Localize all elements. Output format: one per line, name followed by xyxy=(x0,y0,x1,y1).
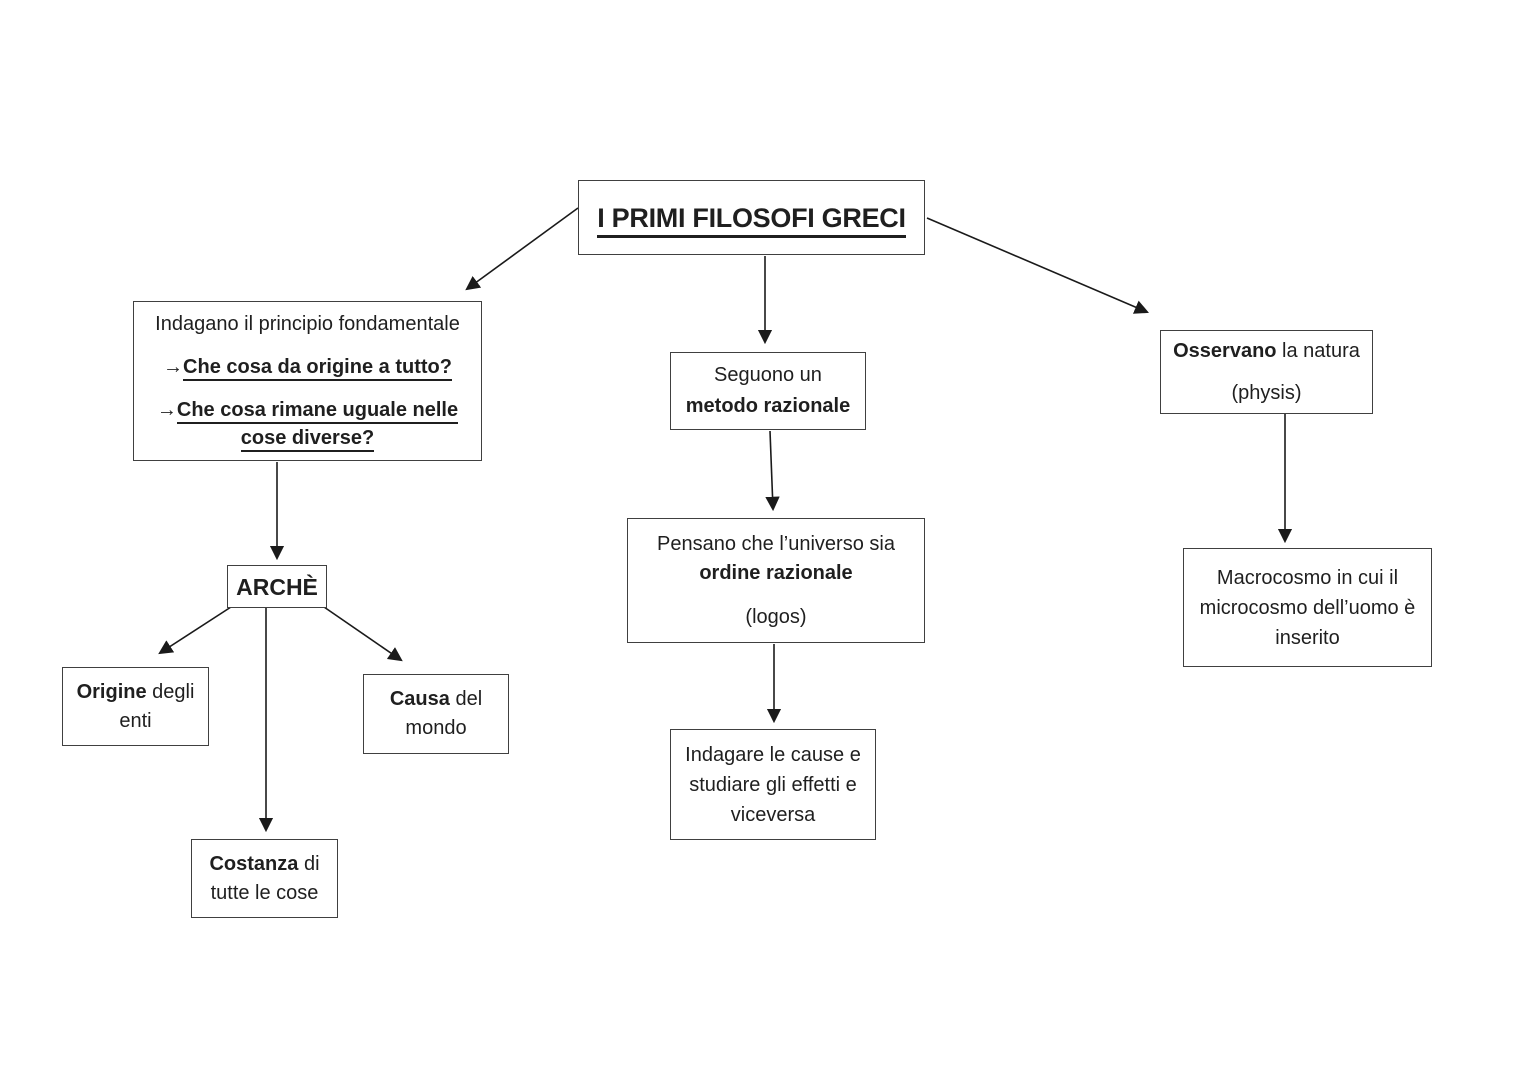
pensano-line1: Pensano che l’universo sia xyxy=(657,532,895,555)
indagano-question2-line2: cose diverse? xyxy=(240,424,375,452)
node-osservano: Osservano la natura (physis) xyxy=(1160,330,1373,414)
node-arche: ARCHÈ xyxy=(227,565,327,608)
pensano-line2: ordine razionale xyxy=(699,561,853,584)
seguono-line1: Seguono un xyxy=(714,364,822,386)
macrocosmo-line1: Macrocosmo in cui il xyxy=(1216,566,1399,589)
node-indagano: Indagano il principio fondamentale →Che … xyxy=(133,301,482,461)
indagano-question2-line1: →Che cosa rimane uguale nelle xyxy=(157,396,459,424)
node-macrocosmo: Macrocosmo in cui il microcosmo dell’uom… xyxy=(1183,548,1432,667)
title-text: I PRIMI FILOSOFI GRECI xyxy=(597,202,906,238)
macrocosmo-line2: microcosmo dell’uomo è xyxy=(1199,596,1416,619)
node-title: I PRIMI FILOSOFI GRECI xyxy=(578,180,925,255)
node-indagare: Indagare le cause e studiare gli effetti… xyxy=(670,729,876,840)
indagare-line3: viceversa xyxy=(730,803,816,826)
node-causa: Causa del mondo xyxy=(363,674,509,754)
node-pensano: Pensano che l’universo sia ordine razion… xyxy=(627,518,925,643)
osservano-line1: Osservano la natura xyxy=(1173,340,1360,362)
causa-line1: Causa del xyxy=(389,688,483,710)
seguono-line2: metodo razionale xyxy=(685,395,851,417)
arrow-seguono-to-pensano xyxy=(765,430,780,512)
arrow-arche-to-origine xyxy=(158,606,232,655)
arrow-arche-to-causa xyxy=(323,606,403,662)
indagare-line2: studiare gli effetti e xyxy=(689,773,857,796)
indagare-line1: Indagare le cause e xyxy=(685,743,861,766)
arrow-title-to-indagano xyxy=(465,207,579,291)
origine-line2: enti xyxy=(119,709,152,732)
causa-line2: mondo xyxy=(405,717,467,739)
indagano-line1: Indagano il principio fondamentale xyxy=(155,313,460,335)
costanza-line1: Costanza di xyxy=(209,852,320,875)
indagano-question1: →Che cosa da origine a tutto? xyxy=(163,353,452,381)
node-origine: Origine degli enti xyxy=(62,667,209,746)
arrow-title-to-osservano xyxy=(926,217,1149,314)
node-seguono: Seguono un metodo razionale xyxy=(670,352,866,430)
macrocosmo-line3: inserito xyxy=(1275,626,1340,649)
origine-line1: Origine degli xyxy=(76,680,195,703)
pensano-line3: (logos) xyxy=(745,605,807,628)
node-costanza: Costanza di tutte le cose xyxy=(191,839,338,918)
osservano-line2: (physis) xyxy=(1231,382,1302,404)
costanza-line2: tutte le cose xyxy=(210,881,319,904)
arche-label: ARCHÈ xyxy=(236,573,318,600)
